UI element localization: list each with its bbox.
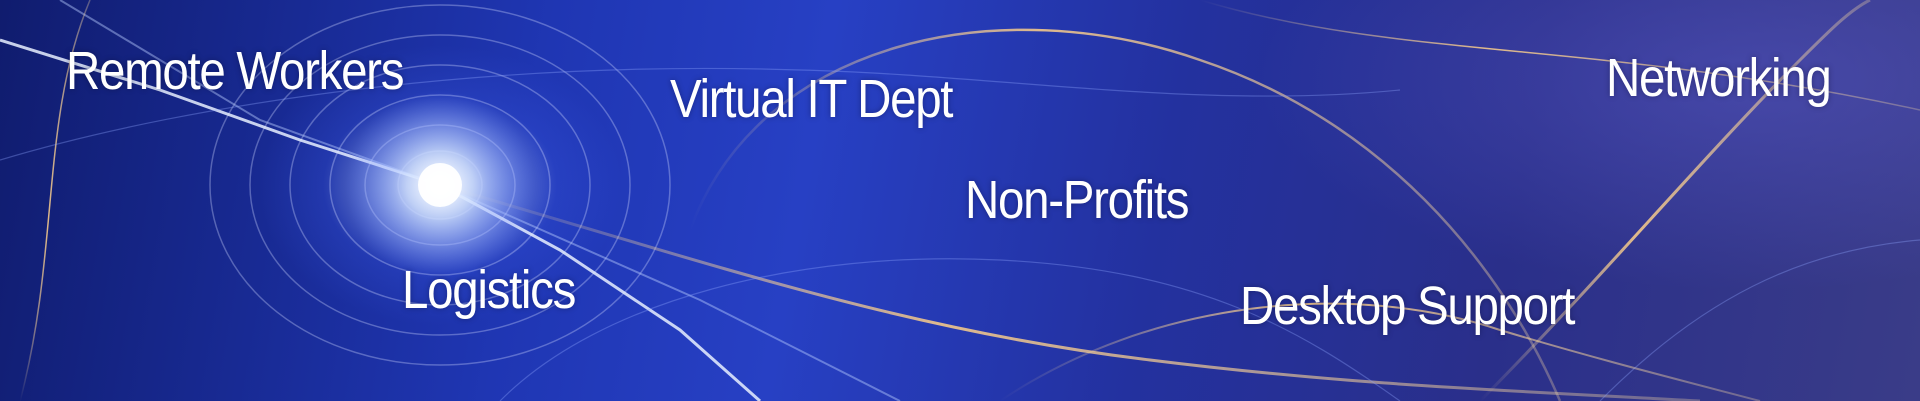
gold-curves bbox=[19, 0, 1920, 401]
label-desktop-support: Desktop Support bbox=[1240, 276, 1575, 336]
label-non-profits: Non-Profits bbox=[965, 170, 1189, 230]
label-networking: Networking bbox=[1606, 48, 1832, 108]
label-remote-workers: Remote Workers bbox=[66, 41, 404, 101]
label-logistics: Logistics bbox=[402, 260, 576, 320]
label-virtual-it-dept: Virtual IT Dept bbox=[670, 69, 954, 129]
